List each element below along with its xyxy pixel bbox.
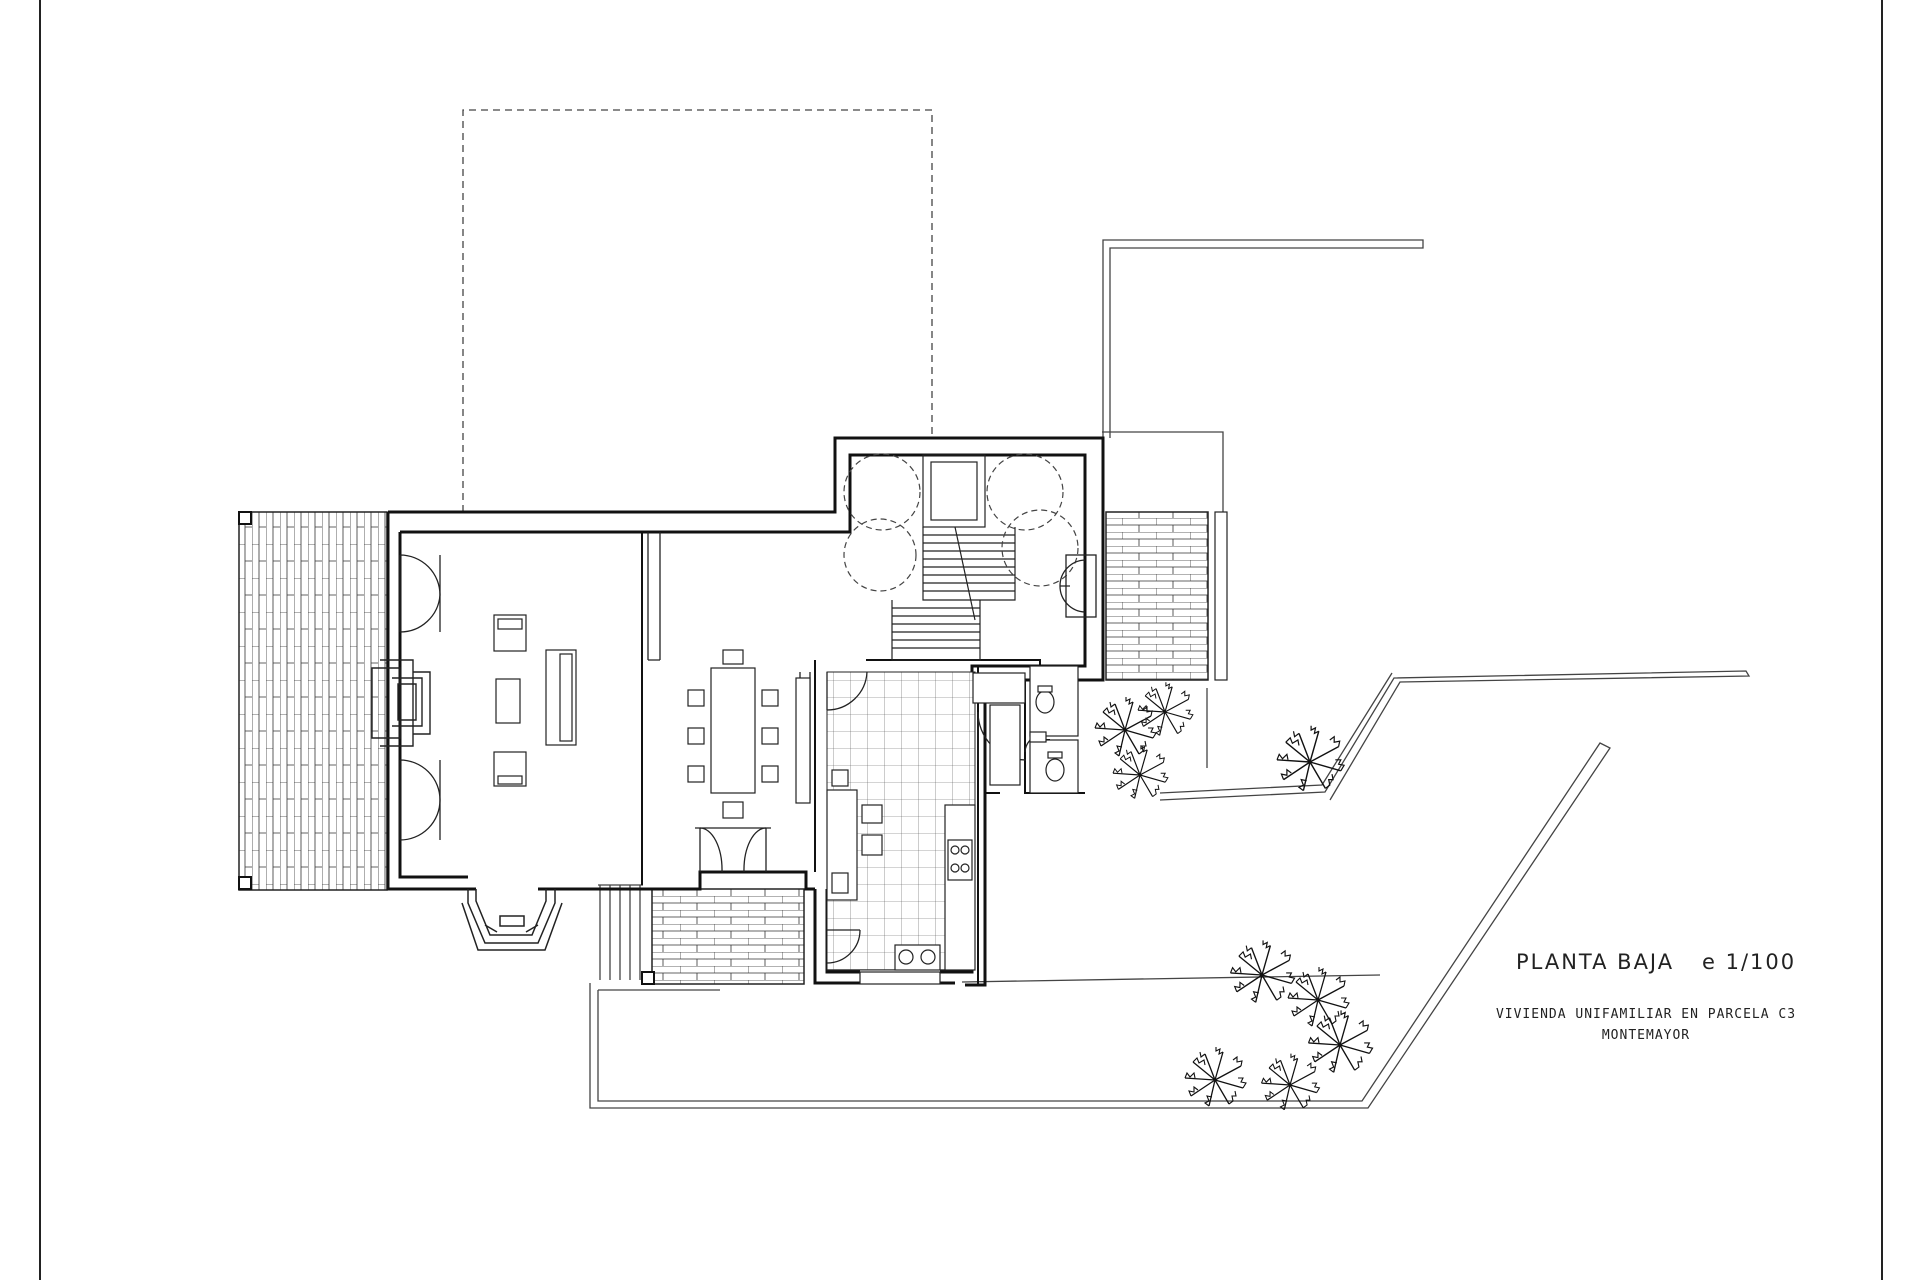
doors bbox=[399, 554, 1097, 964]
fireplace bbox=[371, 659, 431, 747]
vegetation bbox=[1094, 681, 1374, 1111]
terrace-paving bbox=[238, 511, 1228, 985]
kitchen-fittings bbox=[826, 672, 1026, 985]
living-furniture bbox=[493, 614, 577, 787]
dining-set bbox=[687, 649, 811, 819]
sheet-frame bbox=[39, 0, 1883, 1280]
upper-floor-outline bbox=[462, 109, 933, 512]
bay-window bbox=[461, 889, 563, 951]
dashed-circles bbox=[843, 453, 1079, 592]
project-location: MONTEMAYOR bbox=[1601, 1028, 1691, 1043]
staircase bbox=[891, 454, 1016, 661]
bathroom-fittings bbox=[1029, 665, 1079, 794]
plan-scale: e 1/100 bbox=[1702, 950, 1797, 974]
project-name: VIVIENDA UNIFAMILIAR EN PARCELA C3 bbox=[1495, 1007, 1797, 1022]
plan-title: PLANTA BAJA bbox=[1516, 950, 1675, 974]
site-boundary bbox=[589, 239, 1751, 1109]
